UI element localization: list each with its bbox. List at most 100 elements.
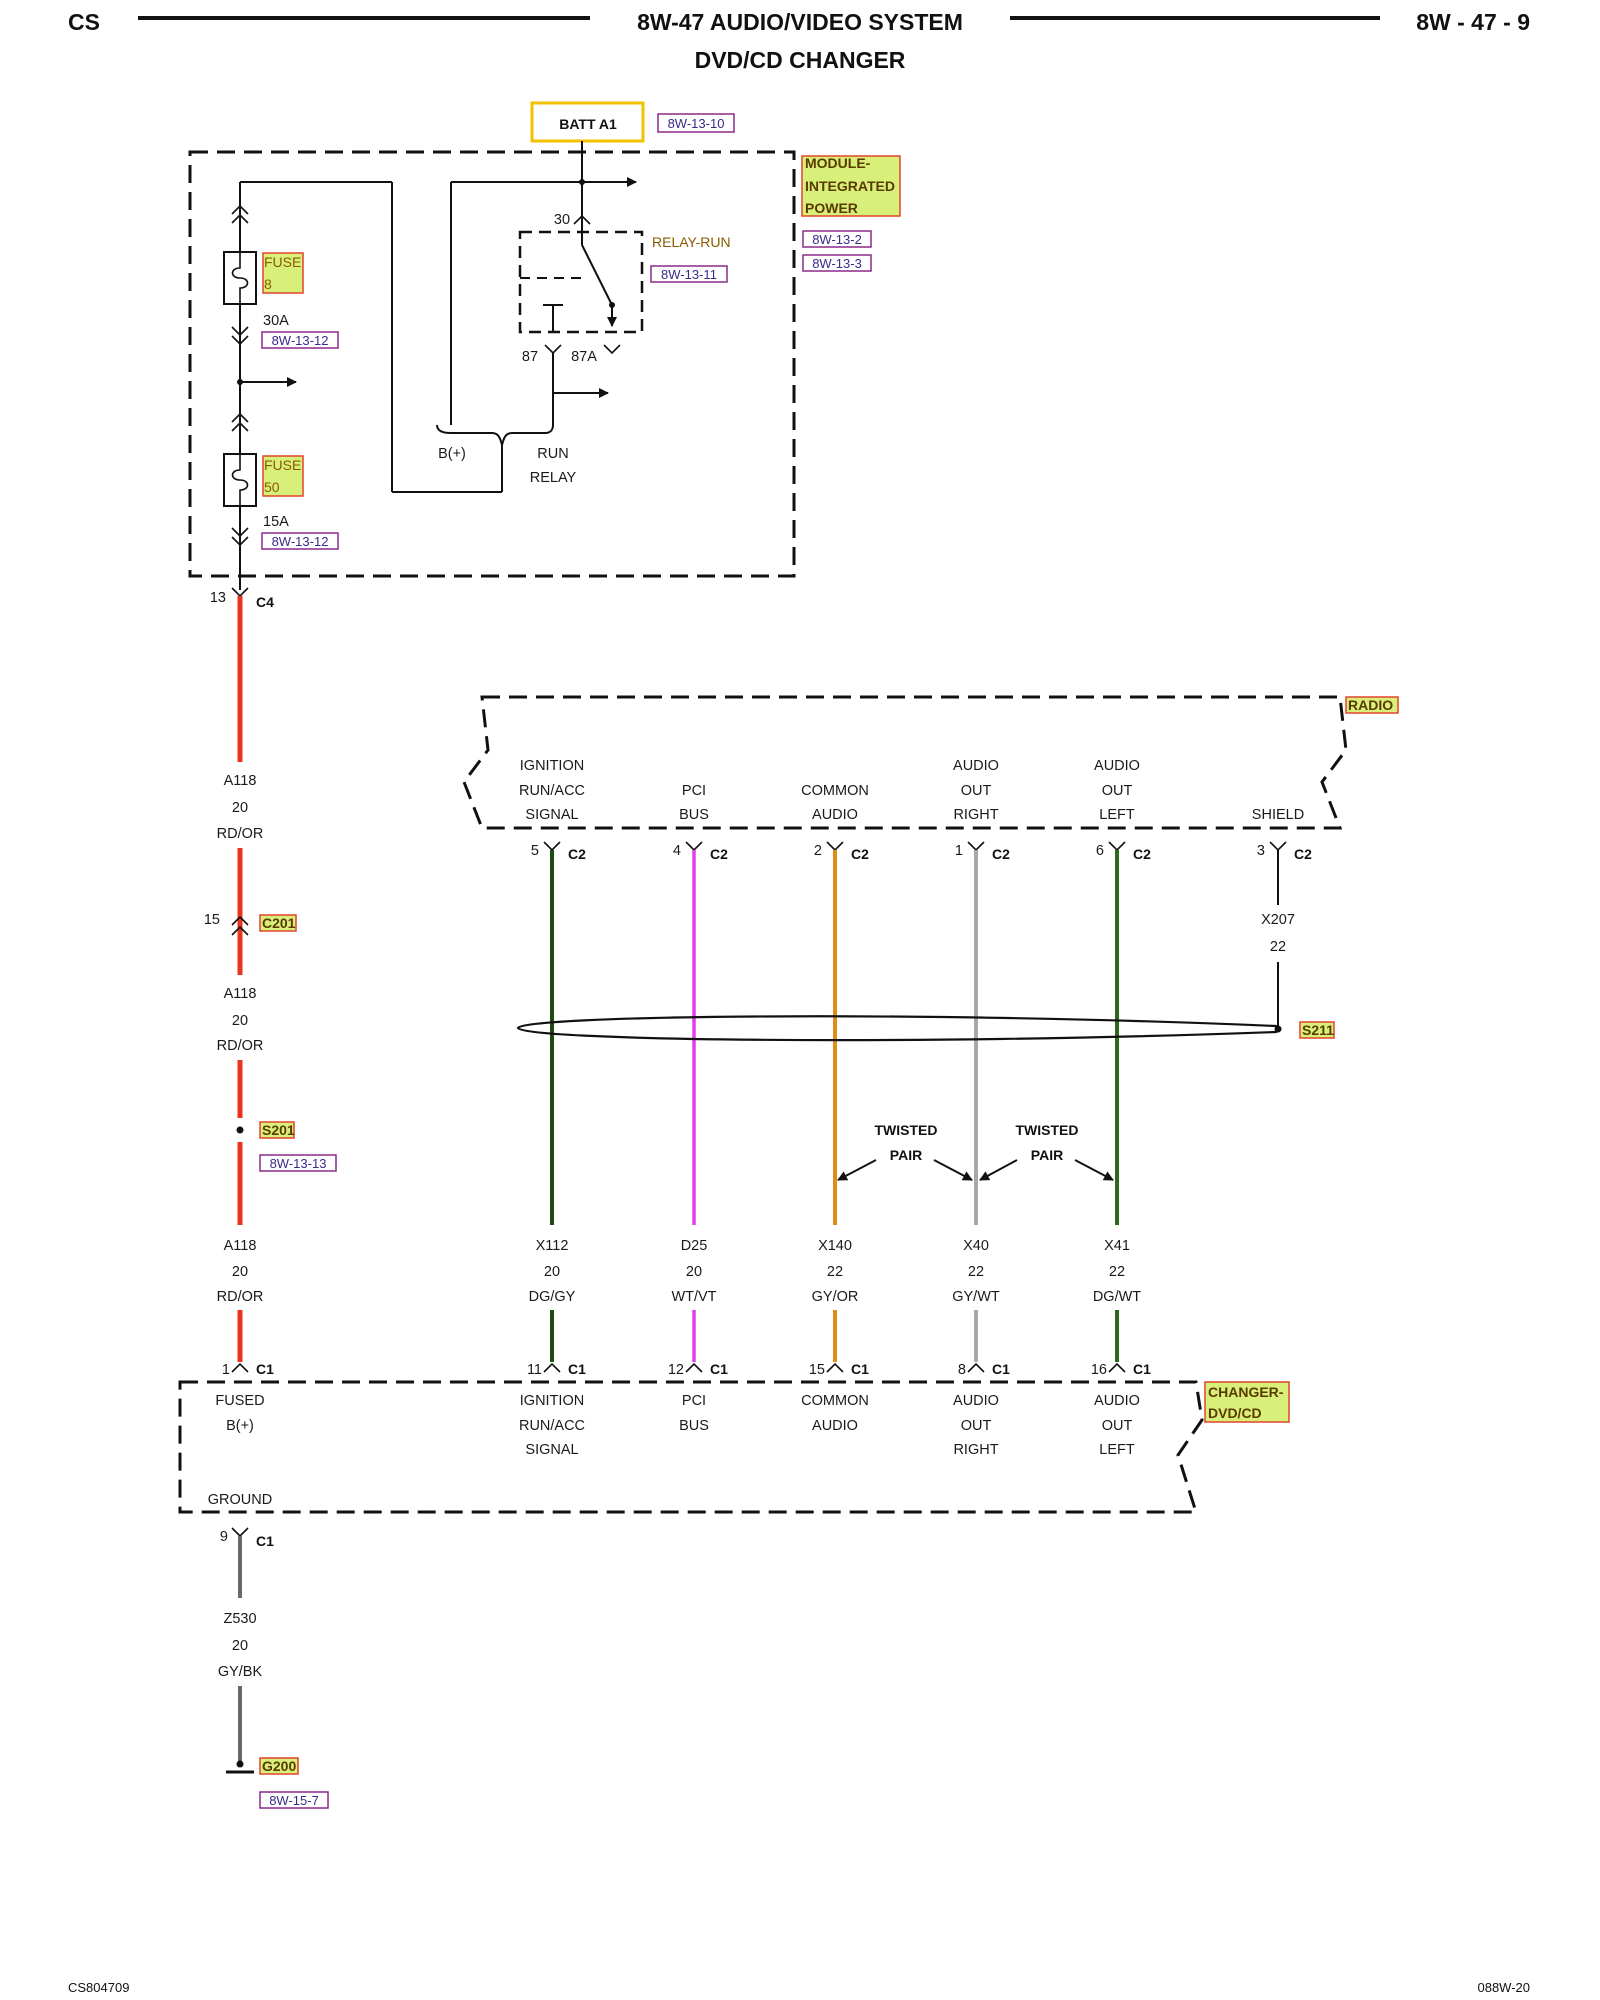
c201-highlight bbox=[259, 914, 297, 932]
radio-name: RADIO bbox=[1348, 697, 1393, 713]
fuse50-highlight bbox=[262, 455, 304, 497]
changer-name-line1: CHANGER- bbox=[1208, 1384, 1284, 1400]
radio-pin-4: 4 bbox=[673, 843, 681, 859]
c4-connector: C4 bbox=[256, 594, 274, 610]
x140-gauge: 22 bbox=[827, 1264, 843, 1280]
run-label: RUN bbox=[537, 446, 568, 462]
fuse50-ref[interactable]: 8W-13-12 bbox=[272, 534, 329, 549]
changer-c1-fused: C1 bbox=[256, 1361, 274, 1377]
radio-label-ign-1: IGNITION bbox=[520, 758, 584, 774]
signal-wire-labels: X112 20 DG/GY D25 20 WT/VT X140 22 GY/OR… bbox=[529, 1238, 1142, 1305]
g200-label: G200 bbox=[262, 1758, 296, 1774]
s201-splice-dot bbox=[236, 1126, 244, 1134]
fuse8-ref[interactable]: 8W-13-12 bbox=[272, 333, 329, 348]
changer-c1-ign: C1 bbox=[568, 1361, 586, 1377]
bus-brace bbox=[436, 424, 554, 446]
s201-highlight bbox=[259, 1121, 295, 1139]
c201-terminal bbox=[231, 915, 249, 936]
radio-label-ign-2: RUN/ACC bbox=[519, 783, 585, 799]
c201-pin: 15 bbox=[204, 912, 220, 928]
radio-label-right-2: OUT bbox=[961, 783, 992, 799]
footer-left: CS804709 bbox=[68, 1980, 129, 1995]
fuse50-label: FUSE bbox=[264, 457, 301, 473]
changer-c1-ground: C1 bbox=[256, 1533, 274, 1549]
radio-c2-ign: C2 bbox=[568, 846, 586, 862]
changer-label-left-2: OUT bbox=[1102, 1418, 1133, 1434]
g200-ref[interactable]: 8W-15-7 bbox=[269, 1793, 319, 1808]
ground-wire-color: GY/BK bbox=[218, 1664, 263, 1680]
ipm-name-line3: POWER bbox=[805, 200, 858, 216]
radio-c2-common: C2 bbox=[851, 846, 869, 862]
fuse50-number: 50 bbox=[264, 479, 280, 495]
radio-pin-labels: IGNITION RUN/ACC SIGNAL PCI BUS COMMON A… bbox=[519, 758, 1304, 823]
relay-label: RELAY bbox=[530, 470, 577, 486]
twisted-pair-1-line2: PAIR bbox=[890, 1147, 922, 1163]
shield-wire-circuit: X207 bbox=[1261, 912, 1295, 928]
ipm-name-line2: INTEGRATED bbox=[805, 178, 895, 194]
batt-ref-box bbox=[657, 113, 735, 133]
changer-pin11-terminal bbox=[543, 1362, 561, 1373]
page-subtitle: DVD/CD CHANGER bbox=[695, 47, 906, 73]
radio-label-right-1: AUDIO bbox=[953, 758, 999, 774]
d25-color: WT/VT bbox=[671, 1289, 716, 1305]
ipm-ref2[interactable]: 8W-13-3 bbox=[812, 256, 862, 271]
pin87a-terminal bbox=[603, 344, 621, 355]
changer-label-ground: GROUND bbox=[208, 1492, 272, 1508]
s211-label: S211 bbox=[1302, 1022, 1334, 1038]
radio-c2-pci: C2 bbox=[710, 846, 728, 862]
fuse8-highlight bbox=[262, 252, 304, 294]
pin30-terminal bbox=[573, 214, 591, 225]
changer-c1-pins: 1 C1 11 C1 12 C1 15 C1 8 C1 16 C1 bbox=[222, 1361, 1151, 1378]
radio-pin2-terminal bbox=[826, 841, 844, 852]
feed-w2-color: RD/OR bbox=[217, 1038, 264, 1054]
feed-w3-circuit: A118 bbox=[224, 1238, 257, 1254]
x40-circuit: X40 bbox=[963, 1238, 989, 1254]
feed-w2-gauge: 20 bbox=[232, 1013, 248, 1029]
changer-pin-1: 1 bbox=[222, 1362, 230, 1378]
fuse50-amps: 15A bbox=[263, 514, 289, 530]
ipm-ref1[interactable]: 8W-13-2 bbox=[812, 232, 862, 247]
radio-c2-left: C2 bbox=[1133, 846, 1151, 862]
radio-pin-2: 2 bbox=[814, 843, 822, 859]
radio-label-ign-3: SIGNAL bbox=[525, 807, 578, 823]
batt-ref[interactable]: 8W-13-10 bbox=[668, 116, 725, 131]
radio-label-pci-1: PCI bbox=[682, 783, 706, 799]
s201-label: S201 bbox=[262, 1122, 295, 1138]
relay-ref[interactable]: 8W-13-11 bbox=[661, 267, 717, 282]
changer-name-line2: DVD/CD bbox=[1208, 1405, 1262, 1421]
radio-pin-5: 5 bbox=[531, 843, 539, 859]
radio-label-right-3: RIGHT bbox=[953, 807, 998, 823]
changer-pin-8: 8 bbox=[958, 1362, 966, 1378]
fuse8-out-terminal bbox=[231, 326, 249, 346]
ipm-module-box bbox=[188, 150, 796, 578]
fuse8-ref-box bbox=[261, 331, 339, 349]
x140-circuit: X140 bbox=[818, 1238, 852, 1254]
changer-pin16-terminal bbox=[1108, 1362, 1126, 1373]
changer-label-pci-2: BUS bbox=[679, 1418, 709, 1434]
radio-c2-right: C2 bbox=[992, 846, 1010, 862]
x41-color: DG/WT bbox=[1093, 1289, 1141, 1305]
changer-pin-labels: FUSED B(+) IGNITION RUN/ACC SIGNAL PCI B… bbox=[208, 1393, 1140, 1508]
changer-pin12-terminal bbox=[685, 1362, 703, 1373]
pin87-terminal bbox=[544, 344, 562, 355]
radio-pin6-terminal bbox=[1108, 841, 1126, 852]
changer-label-ign-1: IGNITION bbox=[520, 1393, 584, 1409]
changer-label-right-3: RIGHT bbox=[953, 1442, 998, 1458]
relay-ref-box bbox=[650, 265, 728, 283]
fuse8-label: FUSE bbox=[264, 254, 301, 270]
changer-pin-16: 16 bbox=[1091, 1362, 1107, 1378]
fuse50-out-terminal bbox=[231, 527, 249, 547]
radio-c2-shield: C2 bbox=[1294, 846, 1312, 862]
x40-color: GY/WT bbox=[952, 1289, 1000, 1305]
s201-ref[interactable]: 8W-13-13 bbox=[270, 1156, 327, 1171]
relay-pin-30: 30 bbox=[554, 212, 570, 228]
header-right: 8W - 47 - 9 bbox=[1416, 9, 1530, 35]
fuse8-amps: 30A bbox=[263, 313, 289, 329]
changer-pin1-terminal bbox=[231, 1362, 249, 1373]
page-title: 8W-47 AUDIO/VIDEO SYSTEM bbox=[637, 9, 963, 35]
changer-pin15-terminal bbox=[826, 1362, 844, 1373]
g200-ref-box bbox=[259, 1791, 329, 1809]
changer-label-right-1: AUDIO bbox=[953, 1393, 999, 1409]
radio-label-shield: SHIELD bbox=[1252, 807, 1304, 823]
